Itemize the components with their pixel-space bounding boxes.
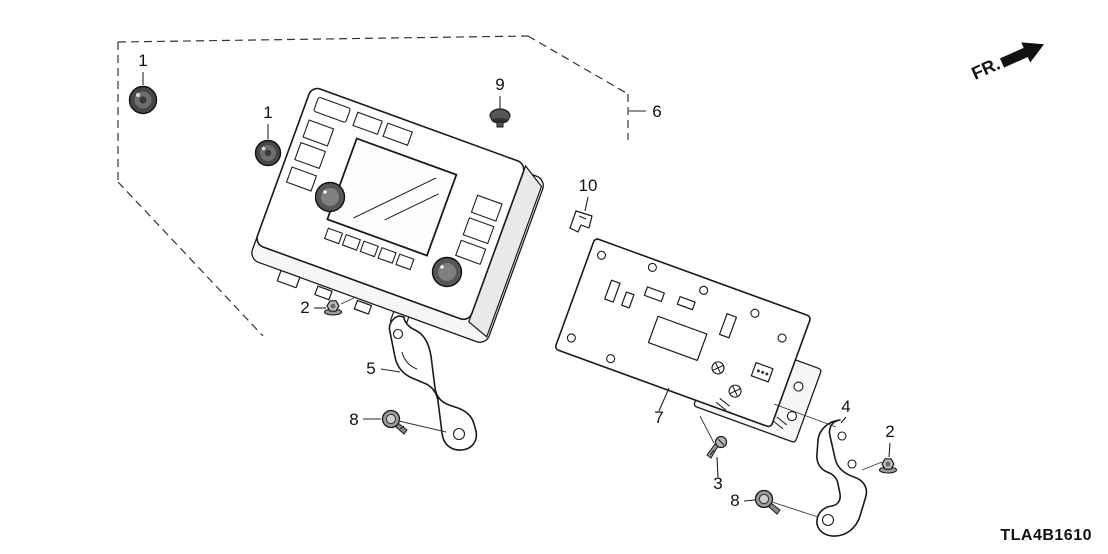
face-button <box>323 227 344 245</box>
callout-label-8a: 8 <box>349 410 358 429</box>
face-button <box>395 253 415 271</box>
callout-label-1a: 1 <box>138 51 147 70</box>
face-button <box>352 111 383 135</box>
assembly-lines <box>340 296 883 518</box>
diagram-code: TLA4B1610 <box>1000 527 1092 544</box>
front-direction-marker: FR. <box>968 42 1045 84</box>
face-button <box>359 240 379 258</box>
front-direction-label: FR. <box>968 54 1003 84</box>
face-button <box>382 122 413 146</box>
callout-label-7: 7 <box>654 408 663 427</box>
face-button <box>377 246 397 264</box>
face-button <box>462 217 495 245</box>
bracket-left-part <box>388 315 478 451</box>
face-button <box>285 166 318 192</box>
callout-label-3: 3 <box>713 474 722 493</box>
face-knob-left <box>314 181 346 213</box>
callout-label-5: 5 <box>366 359 375 378</box>
face-button <box>313 96 351 123</box>
screw-part <box>706 435 728 459</box>
callout-label-1b: 1 <box>263 103 272 122</box>
display-screen <box>326 137 458 257</box>
screen-reflection <box>384 193 439 221</box>
callout-label-8b: 8 <box>730 491 739 510</box>
screw-washer-right <box>754 489 781 515</box>
screen-reflection <box>353 177 437 219</box>
callout-label-4: 4 <box>841 397 850 416</box>
connector-tab <box>353 299 373 315</box>
callout-label-6: 6 <box>652 102 661 121</box>
callout-label-10: 10 <box>579 176 598 195</box>
nut-part-left <box>323 300 343 316</box>
small-clip-part <box>569 210 593 233</box>
knob-part-a <box>128 85 158 115</box>
leader-lines <box>142 72 891 502</box>
knob-part-b <box>254 139 282 167</box>
clip-part <box>489 108 511 128</box>
frame-boss <box>728 384 742 398</box>
face-button <box>470 194 503 222</box>
callout-label-2b: 2 <box>885 422 894 441</box>
bracket-right-part <box>816 419 868 537</box>
frame-boss <box>711 361 725 375</box>
face-button <box>341 233 362 251</box>
front-arrow-icon <box>999 42 1045 68</box>
face-knob-right <box>431 256 463 288</box>
nut-part-right <box>878 458 898 474</box>
callout-label-9: 9 <box>495 75 504 94</box>
callout-label-2a: 2 <box>300 298 309 317</box>
connector-tab <box>276 269 301 289</box>
connector-tab <box>314 285 333 301</box>
face-button <box>294 141 327 170</box>
mounting-frame <box>554 238 822 443</box>
face-button <box>302 119 335 147</box>
face-button <box>455 239 487 265</box>
assembly-boundary-dashed <box>117 35 629 337</box>
screw-washer-left <box>381 409 408 435</box>
